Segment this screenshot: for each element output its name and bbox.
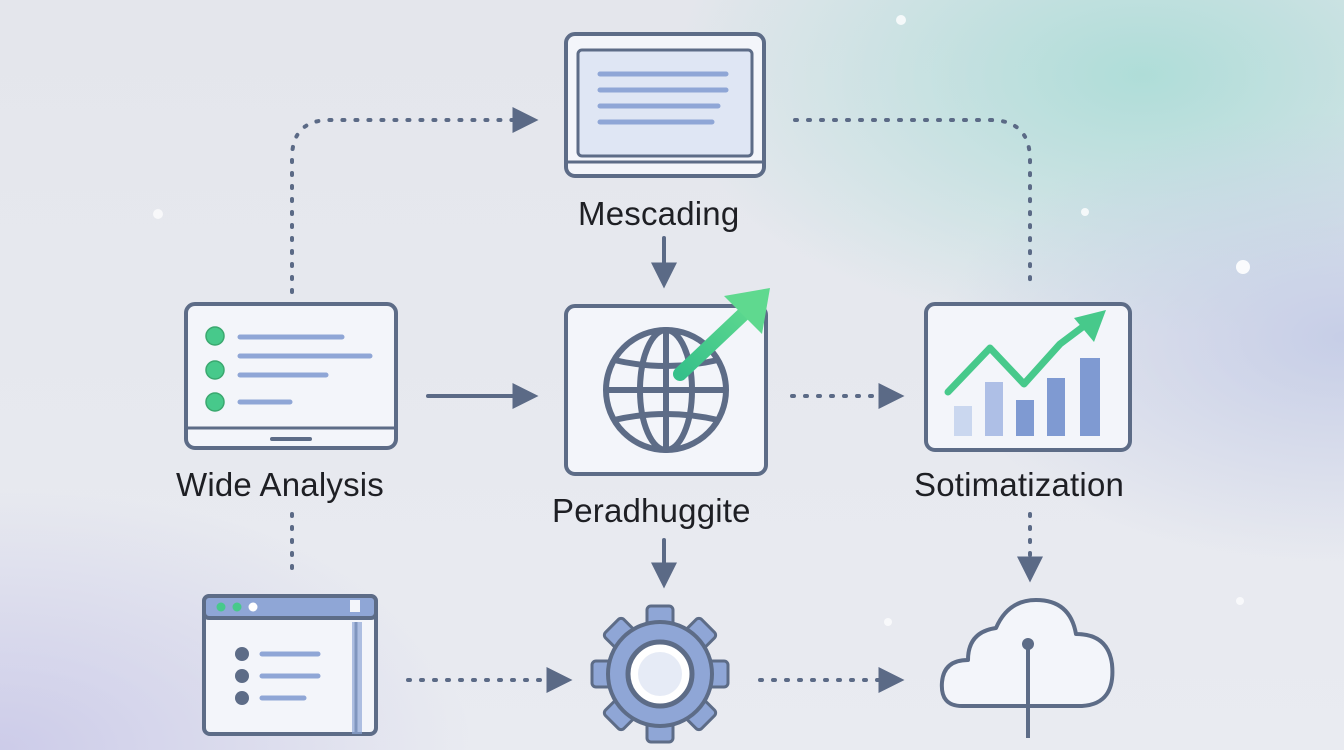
edge-left-to-top (290, 107, 539, 294)
laptop-list-icon (184, 302, 398, 450)
monitor-icon (564, 32, 766, 178)
globe-growth-icon (564, 288, 770, 476)
cloud-icon (939, 598, 1115, 738)
node-label-center: Peradhuggite (552, 492, 751, 529)
browser-window-icon (202, 594, 378, 736)
node-label-left: Wide Analysis (176, 466, 385, 503)
edges (290, 107, 1043, 693)
growth-arrow-icon (673, 288, 770, 381)
node-label-top: Mescading (578, 195, 740, 232)
edge-top-to-right (793, 118, 1032, 292)
node-label-right: Sotimatization (914, 466, 1125, 503)
bar-chart-growth-icon (924, 302, 1132, 452)
gear-icon (590, 604, 730, 744)
